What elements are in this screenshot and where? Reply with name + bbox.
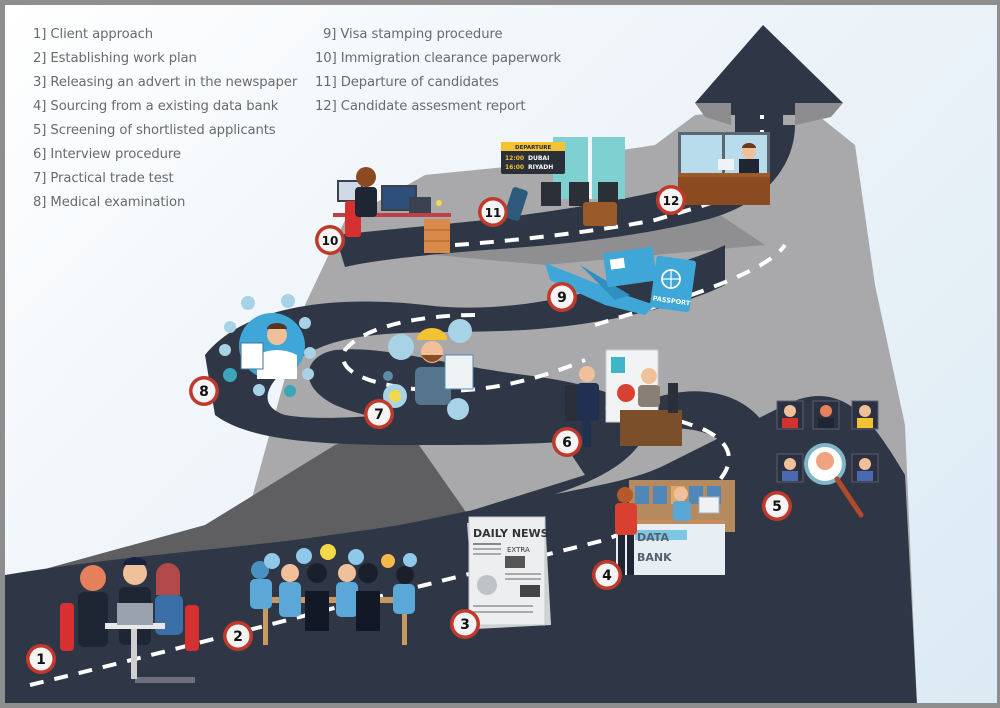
svg-text:2: 2 [233, 629, 243, 645]
airplane-passport-icon: PASSPORT [545, 246, 697, 315]
departure-row1-city: DUBAI [528, 155, 549, 162]
steps-legend-right: 9] Visa stamping procedure 10] Immigrati… [315, 23, 561, 119]
legend-item-7: 7] Practical trade test [33, 171, 174, 186]
svg-text:9: 9 [557, 290, 567, 306]
step-badge-4[interactable]: 4 [592, 560, 622, 590]
svg-text:3: 3 [460, 617, 470, 633]
road-dashes [29, 115, 787, 687]
roadmap-illustration: DAILY NEWS EXTRA DATA BANK [5, 25, 917, 703]
legend-item-1: 1] Client approach [33, 27, 154, 42]
data-bank-label-line1: DATA [637, 531, 669, 544]
interview-icon [565, 349, 682, 447]
svg-text:6: 6 [562, 435, 572, 451]
legend-item-3: 3] Releasing an advert in the newspaper [33, 75, 298, 90]
step-badge-8[interactable]: 8 [189, 376, 219, 406]
svg-text:4: 4 [602, 568, 612, 584]
step-badge-6[interactable]: 6 [552, 427, 582, 457]
step-badge-12[interactable]: 12 [656, 185, 686, 215]
svg-text:8: 8 [199, 384, 209, 400]
airport-departure-icon: DEPARTURE 12:00 DUBAI 16:00 RIYADH [501, 137, 625, 226]
legend-item-6: 6] Interview procedure [33, 147, 181, 162]
newspaper-extra: EXTRA [507, 546, 530, 554]
departure-header: DEPARTURE [515, 145, 552, 151]
arrow-left-shade [695, 103, 731, 125]
departure-row2-time: 16:00 [505, 164, 524, 171]
departure-row2-city: RIYADH [528, 164, 553, 171]
newspaper-icon: DAILY NEWS EXTRA [467, 516, 551, 629]
road-lower-band [5, 349, 647, 580]
svg-text:10: 10 [322, 234, 339, 248]
step-badge-5[interactable]: 5 [762, 491, 792, 521]
business-meeting-icon [60, 557, 199, 683]
step-badge-7[interactable]: 7 [364, 399, 394, 429]
svg-text:12: 12 [663, 194, 680, 208]
legend-item-4: 4] Sourcing from a existing data bank [33, 99, 279, 114]
svg-text:1: 1 [36, 652, 46, 668]
data-bank-desk-icon: DATA BANK [615, 480, 735, 575]
legend-item-5: 5] Screening of shortlisted applicants [33, 123, 276, 138]
engineer-test-icon [383, 319, 474, 420]
roadmap-canvas: DAILY NEWS EXTRA DATA BANK [5, 5, 997, 703]
legend-item-10: 10] Immigration clearance paperwork [315, 51, 561, 66]
legend-item-8: 8] Medical examination [33, 195, 186, 210]
legend-item-2: 2] Establishing work plan [33, 51, 197, 66]
step-badge-1[interactable]: 1 [26, 644, 56, 674]
svg-text:7: 7 [374, 407, 384, 423]
office-worker-icon [333, 167, 451, 253]
departure-row1-time: 12:00 [505, 155, 524, 162]
step-badges: 1 2 3 4 5 6 7 [26, 185, 792, 674]
legend-item-11: 11] Departure of candidates [315, 75, 499, 90]
data-bank-label-line2: BANK [637, 551, 672, 564]
arrow-right-shade [795, 103, 843, 125]
legend-item-12: 12] Candidate assesment report [315, 99, 526, 114]
step-badge-10[interactable]: 10 [315, 225, 345, 255]
candidate-search-icon [776, 400, 879, 518]
team-planning-icon [250, 544, 417, 645]
newspaper-title: DAILY NEWS [473, 527, 549, 540]
svg-text:11: 11 [485, 206, 502, 220]
step-badge-3[interactable]: 3 [450, 609, 480, 639]
legend-item-9: 9] Visa stamping procedure [323, 27, 503, 42]
step-badge-11[interactable]: 11 [478, 197, 508, 227]
step-badge-9[interactable]: 9 [547, 282, 577, 312]
step-badge-2[interactable]: 2 [223, 621, 253, 651]
manager-desk-icon [678, 132, 770, 205]
svg-text:5: 5 [772, 499, 782, 515]
arrow-head-icon [695, 25, 843, 115]
steps-legend-left: 1] Client approach 2] Establishing work … [33, 23, 297, 215]
doctor-icon [219, 294, 316, 397]
